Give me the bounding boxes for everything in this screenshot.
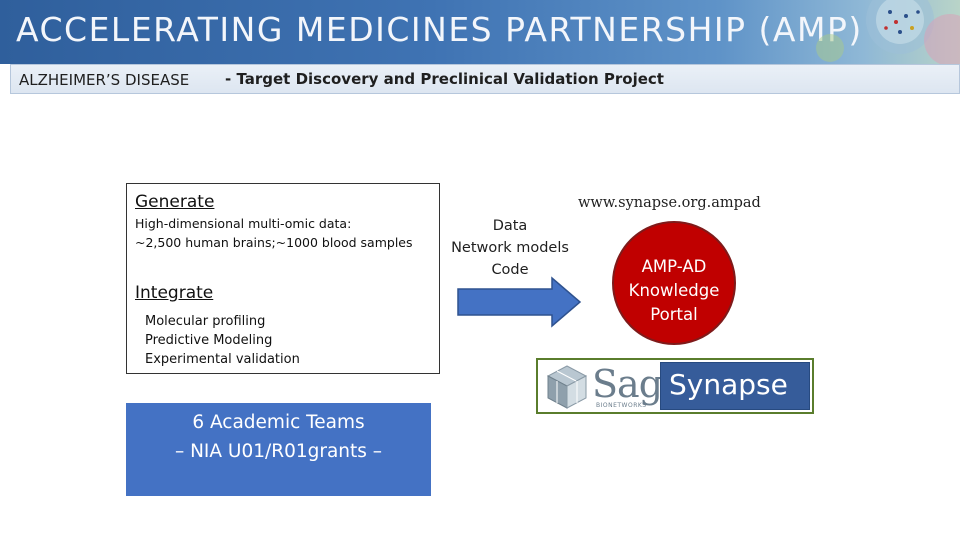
flow-text-data: Data bbox=[492, 218, 528, 234]
academic-teams-box: 6 Academic Teams – NIA U01/R01grants – bbox=[126, 403, 431, 496]
generate-line: ~2,500 human brains;~1000 blood samples bbox=[135, 235, 413, 250]
banner-title: ACCELERATING MEDICINES PARTNERSHIP (AMP) bbox=[16, 10, 863, 49]
integrate-line: Predictive Modeling bbox=[145, 333, 273, 348]
synapse-wordmark: Synapse bbox=[669, 368, 788, 401]
portal-line: Portal bbox=[650, 305, 698, 324]
portal-url-link[interactable]: www.synapse.org.ampad bbox=[578, 195, 761, 211]
subheader-bar: ALZHEIMER’S DISEASE - Target Discovery a… bbox=[10, 64, 960, 94]
generate-line: High-dimensional multi-omic data: bbox=[135, 216, 352, 231]
sage-cube-icon bbox=[546, 365, 588, 409]
right-arrow-icon bbox=[457, 276, 582, 328]
integrate-line: Molecular profiling bbox=[145, 314, 266, 329]
synapse-badge: Synapse bbox=[660, 362, 810, 410]
subheader-project: - Target Discovery and Preclinical Valid… bbox=[225, 70, 664, 88]
generate-integrate-box: Generate High-dimensional multi-omic dat… bbox=[126, 183, 440, 374]
integrate-heading: Integrate bbox=[135, 283, 214, 303]
portal-line: AMP-AD bbox=[641, 257, 707, 276]
generate-heading: Generate bbox=[135, 192, 215, 212]
teams-line: – NIA U01/R01grants – bbox=[174, 441, 383, 462]
portal-line: Knowledge bbox=[628, 281, 720, 300]
molecule-decoration-icon bbox=[816, 0, 960, 64]
header-banner: ACCELERATING MEDICINES PARTNERSHIP (AMP) bbox=[0, 0, 960, 64]
sage-subtext: BIONETWORKS bbox=[596, 402, 647, 409]
flow-text-code: Code bbox=[491, 262, 529, 278]
teams-line: 6 Academic Teams bbox=[192, 412, 365, 433]
sage-synapse-logo: Sage BIONETWORKS Synapse bbox=[536, 358, 814, 414]
knowledge-portal-circle: AMP-AD Knowledge Portal bbox=[612, 221, 736, 345]
integrate-line: Experimental validation bbox=[145, 352, 300, 367]
flow-text-network-models: Network models bbox=[451, 240, 569, 256]
subheader-disease: ALZHEIMER’S DISEASE bbox=[19, 71, 190, 89]
